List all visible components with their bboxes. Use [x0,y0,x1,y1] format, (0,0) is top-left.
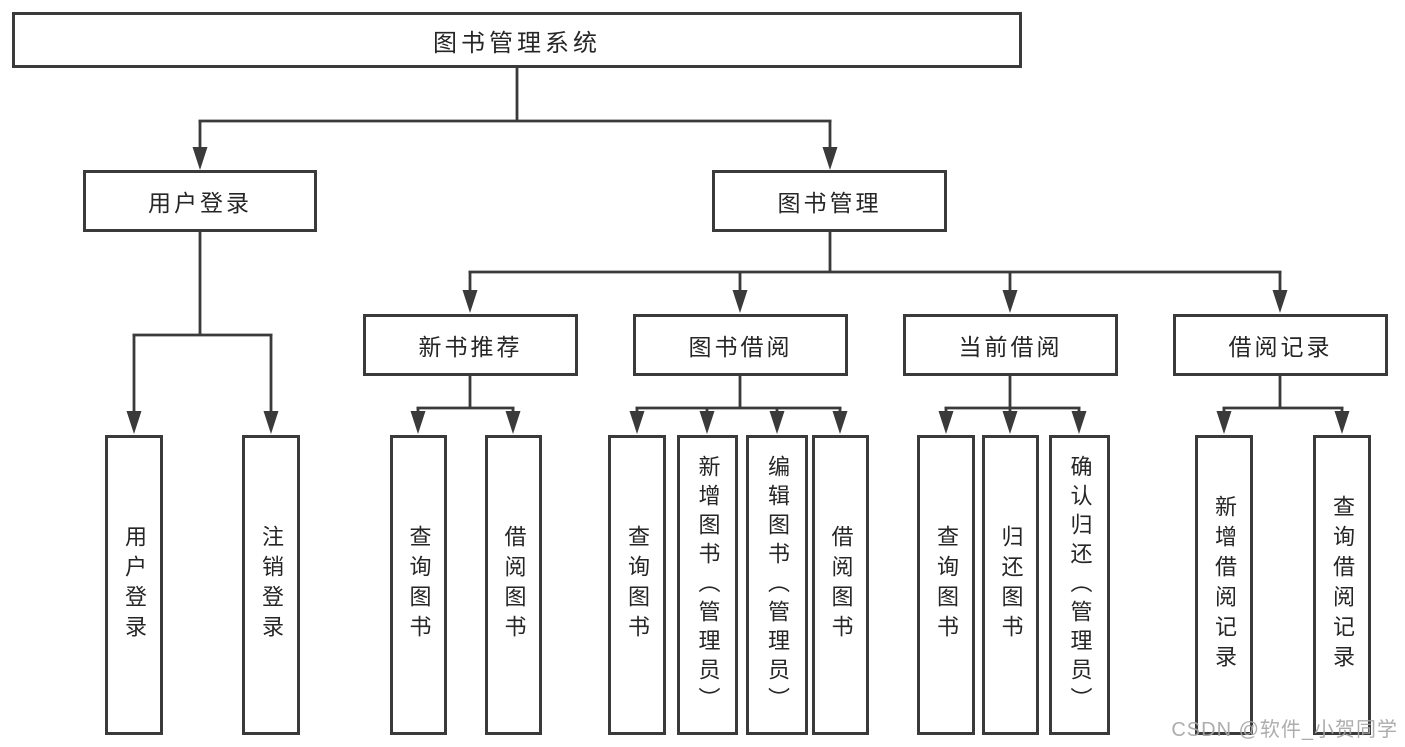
node-box-new-book-recommend: 新书推荐 [363,314,578,376]
leaf-box-add-borrow-record: 新增借阅记录 [1195,435,1253,735]
arrowhead-icons [126,147,1350,434]
leaf-user-login-label: 用户登录 [122,525,147,645]
root-box-label: 图书管理系统 [433,29,601,57]
leaf-box-confirm-return-admin: 确认归还（管理员） [1049,435,1110,735]
node-current-borrow-label: 当前借阅 [958,334,1063,360]
node-box-current-borrow: 当前借阅 [903,314,1118,376]
branch-box-book-management: 图书管理 [712,170,947,232]
leaf-borrow-books-label: 借阅图书 [828,525,854,645]
leaf-add-books-admin-label: 新增图书（管理员） [695,454,721,716]
leaf-box-edit-books-admin: 编辑图书（管理员） [746,435,808,735]
leaf-box-borrow-books: 借阅图书 [812,435,869,735]
leaf-borrow-query-books-label: 查询图书 [625,525,650,645]
leaf-current-query-books-label: 查询图书 [934,525,959,645]
leaf-logout-label: 注销登录 [259,525,284,645]
branch-user-login-label: 用户登录 [148,190,252,216]
node-box-book-borrow: 图书借阅 [633,314,848,376]
leaf-query-borrow-record-label: 查询借阅记录 [1330,495,1355,675]
leaf-recommend-borrow-books-label: 借阅图书 [501,525,527,645]
leaf-box-recommend-query-books: 查询图书 [390,435,447,735]
csdn-watermark: CSDN @软件_小贺同学 [1171,719,1398,741]
leaf-box-borrow-query-books: 查询图书 [608,435,666,735]
leaf-box-query-borrow-record: 查询借阅记录 [1313,435,1371,735]
branch-box-user-login: 用户登录 [83,170,317,232]
leaf-add-borrow-record-label: 新增借阅记录 [1212,495,1237,675]
leaf-box-return-books: 归还图书 [982,435,1039,735]
leaf-box-current-query-books: 查询图书 [917,435,975,735]
leaf-box-add-books-admin: 新增图书（管理员） [677,435,738,735]
node-box-borrow-records: 借阅记录 [1173,314,1388,376]
leaf-box-recommend-borrow-books: 借阅图书 [485,435,542,735]
branch-book-management-label: 图书管理 [777,190,882,216]
root-box-library-system: 图书管理系统 [12,12,1022,68]
node-borrow-records-label: 借阅记录 [1228,334,1333,360]
leaf-recommend-query-books-label: 查询图书 [406,525,432,645]
leaf-confirm-return-admin-label: 确认归还（管理员） [1067,454,1093,716]
leaf-box-logout: 注销登录 [242,435,300,735]
node-book-borrow-label: 图书借阅 [688,334,793,360]
leaf-return-books-label: 归还图书 [998,525,1024,645]
leaf-box-user-login: 用户登录 [105,435,163,735]
node-new-book-recommend-label: 新书推荐 [418,334,523,360]
leaf-edit-books-admin-label: 编辑图书（管理员） [765,454,790,716]
